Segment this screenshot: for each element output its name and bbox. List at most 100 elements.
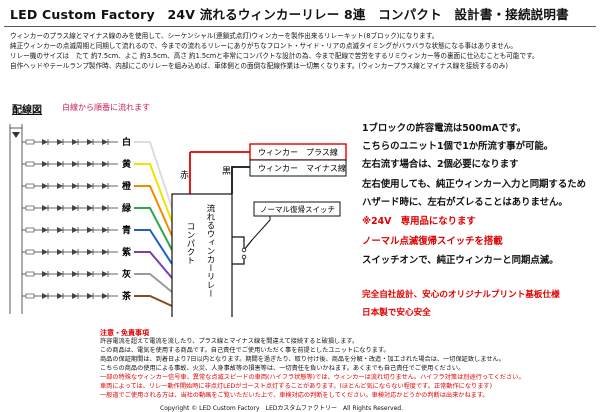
spec-switch-on: スイッチオンで、純正ウィンカーと同期点滅。 bbox=[362, 255, 559, 266]
led-icon bbox=[57, 293, 63, 299]
led-icon bbox=[57, 227, 63, 233]
black-wire-label: 黒 bbox=[222, 166, 231, 177]
minus-wire-label: ウィンカー マイナス線 bbox=[258, 163, 346, 173]
spec-current: 1ブロックの許容電流は500mAです。 bbox=[362, 123, 527, 134]
note-line-6: 車両によっては、リレー動作開始時に非点灯LEDがゴースト点灯することがあります。… bbox=[100, 383, 493, 390]
signal-wire bbox=[134, 251, 173, 279]
note-line-1: 許容電流を超えて電流を流したり、プラス線とマイナス線を間違えて接続すると破損しま… bbox=[100, 338, 359, 345]
switch-contact-top bbox=[241, 247, 247, 253]
relay-label-sub: コンパクト bbox=[185, 222, 195, 265]
led-icon bbox=[72, 183, 78, 189]
led-icon bbox=[42, 293, 48, 299]
spec-switch: ノーマル点滅復帰スイッチを搭載 bbox=[362, 236, 503, 247]
led-icon bbox=[42, 227, 48, 233]
note-line-4: こちらの商品の使用による事故、火災、人身事故等の損害等は、一切責任を負いかねます… bbox=[100, 365, 465, 372]
switch-box-label: ノーマル復帰スイッチ bbox=[260, 204, 335, 214]
led-icon bbox=[102, 249, 108, 255]
led-icon bbox=[102, 205, 108, 211]
led-icon bbox=[87, 183, 93, 189]
spec-one-unit: こちらのユニット1個で1か所流す事が可能。 bbox=[362, 141, 554, 152]
led-icon bbox=[57, 249, 63, 255]
plus-wire-label: ウィンカー プラス線 bbox=[258, 147, 338, 157]
intro-line-4: 自作ヘッドやテールランプ製作時、内部にこのリレーを組み込めば、車体側との面倒な配… bbox=[10, 62, 508, 70]
wiring-diagram-label: 配線図 bbox=[12, 105, 42, 116]
led-icon bbox=[42, 183, 48, 189]
signal-wire bbox=[134, 229, 173, 265]
diode-icon bbox=[12, 132, 20, 138]
page-title: LED Custom Factory 24V 流れるウィンカーリレー 8連 コン… bbox=[10, 7, 569, 22]
signal-wire bbox=[134, 273, 173, 293]
resistor-icon bbox=[25, 183, 35, 189]
title-divider bbox=[4, 26, 596, 27]
switch-box bbox=[253, 201, 341, 217]
led-icon bbox=[72, 249, 78, 255]
resistor-icon bbox=[25, 271, 35, 277]
led-icon bbox=[87, 139, 93, 145]
note-line-5: 一部の特殊なウィンカー信号車、異常な点滅スピードの車両(ハイフラ状態等)では、ウ… bbox=[100, 374, 525, 381]
wire-color-label: 灰 bbox=[122, 268, 131, 280]
switch-wire-bottom bbox=[232, 257, 245, 265]
intro-line-2: 純正ウィンカーの点滅周期と同期して流れるので、今までの流れるリレーにありがちなフ… bbox=[10, 42, 517, 50]
wire-color-label: 青 bbox=[122, 224, 131, 236]
led-icon bbox=[87, 227, 93, 233]
switch-contact-bottom bbox=[241, 254, 247, 260]
resistor-icon bbox=[25, 205, 35, 211]
signal-wire bbox=[134, 185, 173, 237]
wire-color-label: 紫 bbox=[122, 246, 131, 258]
intro-line-1: ウィンカーのプラス線とマイナス線のみを使用して、シーケンシャル(連鎖式点灯)ウィ… bbox=[10, 32, 439, 40]
signal-wire bbox=[134, 141, 173, 209]
led-icon bbox=[42, 271, 48, 277]
resistor-icon bbox=[25, 139, 35, 145]
led-icon bbox=[72, 227, 78, 233]
led-icon bbox=[87, 205, 93, 211]
signal-wire bbox=[134, 163, 173, 223]
led-icon bbox=[72, 271, 78, 277]
led-icon bbox=[102, 271, 108, 277]
resistor-icon bbox=[25, 249, 35, 255]
wiring-diagram-subtitle: 白線から順番に流れます bbox=[62, 103, 150, 112]
spec-made-in-japan: 日本製で安心安全 bbox=[362, 308, 431, 318]
wire-color-label: 橙 bbox=[122, 180, 132, 192]
notes-title: 注意・免責事項 bbox=[100, 329, 149, 337]
led-icon bbox=[72, 139, 78, 145]
switch-wire-top bbox=[232, 236, 245, 250]
led-icon bbox=[57, 139, 63, 145]
led-icon bbox=[42, 205, 48, 211]
wire-color-label: 緑 bbox=[122, 202, 132, 214]
led-icon bbox=[42, 139, 48, 145]
relay-label-main: 流れるウィンカーリレー bbox=[205, 203, 215, 297]
led-icon bbox=[87, 293, 93, 299]
spec-original-board: 完全自社設計、安心のオリジナルプリント基板仕様 bbox=[362, 290, 560, 300]
led-icon bbox=[57, 161, 63, 167]
signal-wire bbox=[134, 207, 173, 251]
spec-sync: 左右使用しても、純正ウィンカー入力と同期するため bbox=[362, 179, 586, 190]
spec-two-units: 左右流す場合は、2個必要になります bbox=[362, 159, 519, 170]
copyright: Copyright © LED Custom Factory LEDカスタムファ… bbox=[160, 405, 404, 412]
note-line-3: 商品の保証期間は、到着日より7日以内となります。期間を過ぎたり、取り付け後、商品… bbox=[100, 356, 505, 363]
relay-box bbox=[171, 193, 233, 317]
note-line-2: この商品は、電気を使用する商品です。自己責任でご使用いただく事を前提としたユニッ… bbox=[100, 347, 390, 354]
resistor-icon bbox=[25, 293, 35, 299]
spec-hazard: ハザード時に、左右がズレることはありません。 bbox=[362, 197, 568, 208]
switch-lead bbox=[251, 216, 271, 241]
led-icon bbox=[102, 293, 108, 299]
red-wire-label: 赤 bbox=[180, 170, 189, 181]
led-icon bbox=[87, 271, 93, 277]
wire-color-label: 白 bbox=[122, 136, 131, 148]
resistor-icon bbox=[25, 161, 35, 167]
led-icon bbox=[57, 183, 63, 189]
led-icon bbox=[72, 205, 78, 211]
led-icon bbox=[102, 139, 108, 145]
led-icon bbox=[102, 161, 108, 167]
led-icon bbox=[57, 271, 63, 277]
led-icon bbox=[42, 161, 48, 167]
signal-wire bbox=[134, 295, 173, 307]
led-icon bbox=[42, 249, 48, 255]
led-icon bbox=[102, 227, 108, 233]
wire-color-label: 茶 bbox=[121, 290, 132, 302]
minus-wire-box bbox=[249, 159, 347, 177]
black-wire bbox=[231, 166, 250, 194]
intro-line-3: リレー機のサイズは たて 約7.5cm、よこ 約3.5cm、高さ 約1.5cmと… bbox=[10, 52, 539, 60]
led-icon bbox=[57, 205, 63, 211]
